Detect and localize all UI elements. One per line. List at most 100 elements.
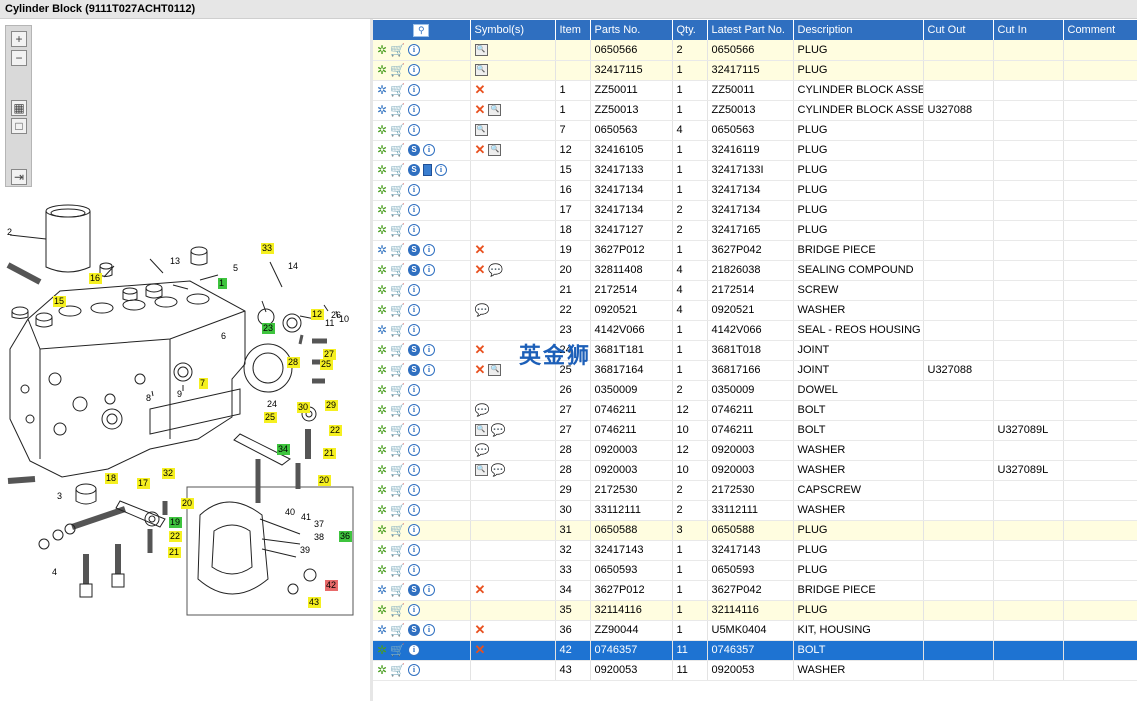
info-icon[interactable]: i [423,144,436,156]
info-icon[interactable]: i [423,584,436,596]
cart-icon[interactable]: 🛒 [390,143,406,157]
info-icon[interactable]: i [408,524,421,536]
zoom-in-button[interactable]: + [11,31,27,47]
cart-icon[interactable]: 🛒 [390,123,406,137]
service-s-icon[interactable]: S [408,144,421,156]
gear-icon[interactable]: ✲ [377,363,388,377]
gear-icon[interactable]: ✲ [377,143,388,157]
cart-icon[interactable]: 🛒 [390,543,406,557]
callout-20[interactable]: 20 [318,475,331,486]
callout-19[interactable]: 19 [169,517,182,528]
gear-icon[interactable]: ✲ [377,663,388,677]
note-bubble-icon[interactable]: 💬 [474,303,490,317]
cart-icon[interactable]: 🛒 [390,503,406,517]
header-actions[interactable]: ⚲ [373,20,471,40]
gear-icon[interactable]: ✲ [377,123,388,137]
note-bubble-icon[interactable]: 💬 [490,463,506,477]
cart-icon[interactable]: 🛒 [390,303,406,317]
cart-icon[interactable]: 🛒 [390,42,406,57]
info-icon[interactable]: i [423,244,436,256]
cart-icon[interactable]: 🛒 [390,583,406,597]
callout-28[interactable]: 28 [287,357,300,368]
info-icon[interactable]: i [408,324,421,336]
cart-icon[interactable]: 🛒 [390,603,406,617]
replaced-x-icon[interactable]: ✕ [474,362,486,377]
info-icon[interactable]: i [408,604,421,616]
cart-icon[interactable]: 🛒 [390,183,406,197]
gear-icon[interactable]: ✲ [377,183,388,197]
info-icon[interactable]: i [423,364,436,376]
info-icon[interactable]: i [408,284,421,296]
cart-icon[interactable]: 🛒 [390,63,406,77]
callout-15[interactable]: 15 [53,296,66,307]
gear-icon[interactable]: ✲ [377,483,388,497]
info-icon[interactable]: i [408,484,421,496]
note-bubble-icon[interactable]: 💬 [474,443,490,457]
cart-icon[interactable]: 🛒 [390,163,406,177]
magnifier-book-icon[interactable]: 🔍 [488,364,502,376]
note-bubble-icon[interactable]: 💬 [488,263,504,277]
replaced-x-icon[interactable]: ✕ [474,582,486,597]
assembly-gear-icon[interactable]: ✲ [377,623,388,637]
cart-icon[interactable]: 🛒 [390,423,406,437]
cart-icon[interactable]: 🛒 [390,283,406,297]
info-icon[interactable]: i [408,384,421,396]
header-parts-no[interactable]: Parts No. [590,20,673,40]
column-settings-icon[interactable]: ⚲ [413,23,430,37]
callout-17[interactable]: 17 [137,478,150,489]
magnifier-book-icon[interactable]: 🔍 [474,43,488,56]
callout-30[interactable]: 30 [297,402,310,413]
callout-7[interactable]: 7 [199,378,208,389]
callout-12[interactable]: 12 [311,309,324,320]
info-icon[interactable]: i [408,504,421,516]
service-s-icon[interactable]: S [408,244,421,256]
header-cut-in[interactable]: Cut In [993,20,1064,40]
fit-page-button[interactable]: □ [11,118,27,134]
header-description[interactable]: Description [793,20,924,40]
info-icon[interactable]: i [423,264,436,276]
replaced-x-icon[interactable]: ✕ [474,622,486,637]
callout-27[interactable]: 27 [323,349,336,360]
callout-25[interactable]: 25 [264,412,277,423]
callout-43[interactable]: 43 [308,597,321,608]
cart-icon[interactable]: 🛒 [390,563,406,577]
cart-icon[interactable]: 🛒 [390,103,406,117]
info-icon[interactable]: i [408,424,421,436]
gear-icon[interactable]: ✲ [377,523,388,537]
panel-splitter[interactable] [370,19,373,701]
assembly-gear-icon[interactable]: ✲ [377,243,388,257]
magnifier-book-icon[interactable]: 🔍 [474,64,488,77]
callout-1[interactable]: 1 [218,278,227,289]
info-icon[interactable]: i [408,204,421,216]
gear-icon[interactable]: ✲ [377,303,388,317]
gear-icon[interactable]: ✲ [377,403,388,417]
callout-32[interactable]: 32 [162,468,175,479]
service-s-icon[interactable]: S [408,584,421,596]
cart-icon[interactable]: 🛒 [390,323,406,337]
gear-icon[interactable]: ✲ [377,203,388,217]
callout-16[interactable]: 16 [89,273,102,284]
cart-icon[interactable]: 🛒 [390,263,406,277]
replaced-x-icon[interactable]: ✕ [474,342,486,357]
callout-29[interactable]: 29 [325,400,338,411]
info-icon[interactable]: i [423,344,436,356]
gear-icon[interactable]: ✲ [377,563,388,577]
replaced-x-icon[interactable]: ✕ [474,142,486,157]
